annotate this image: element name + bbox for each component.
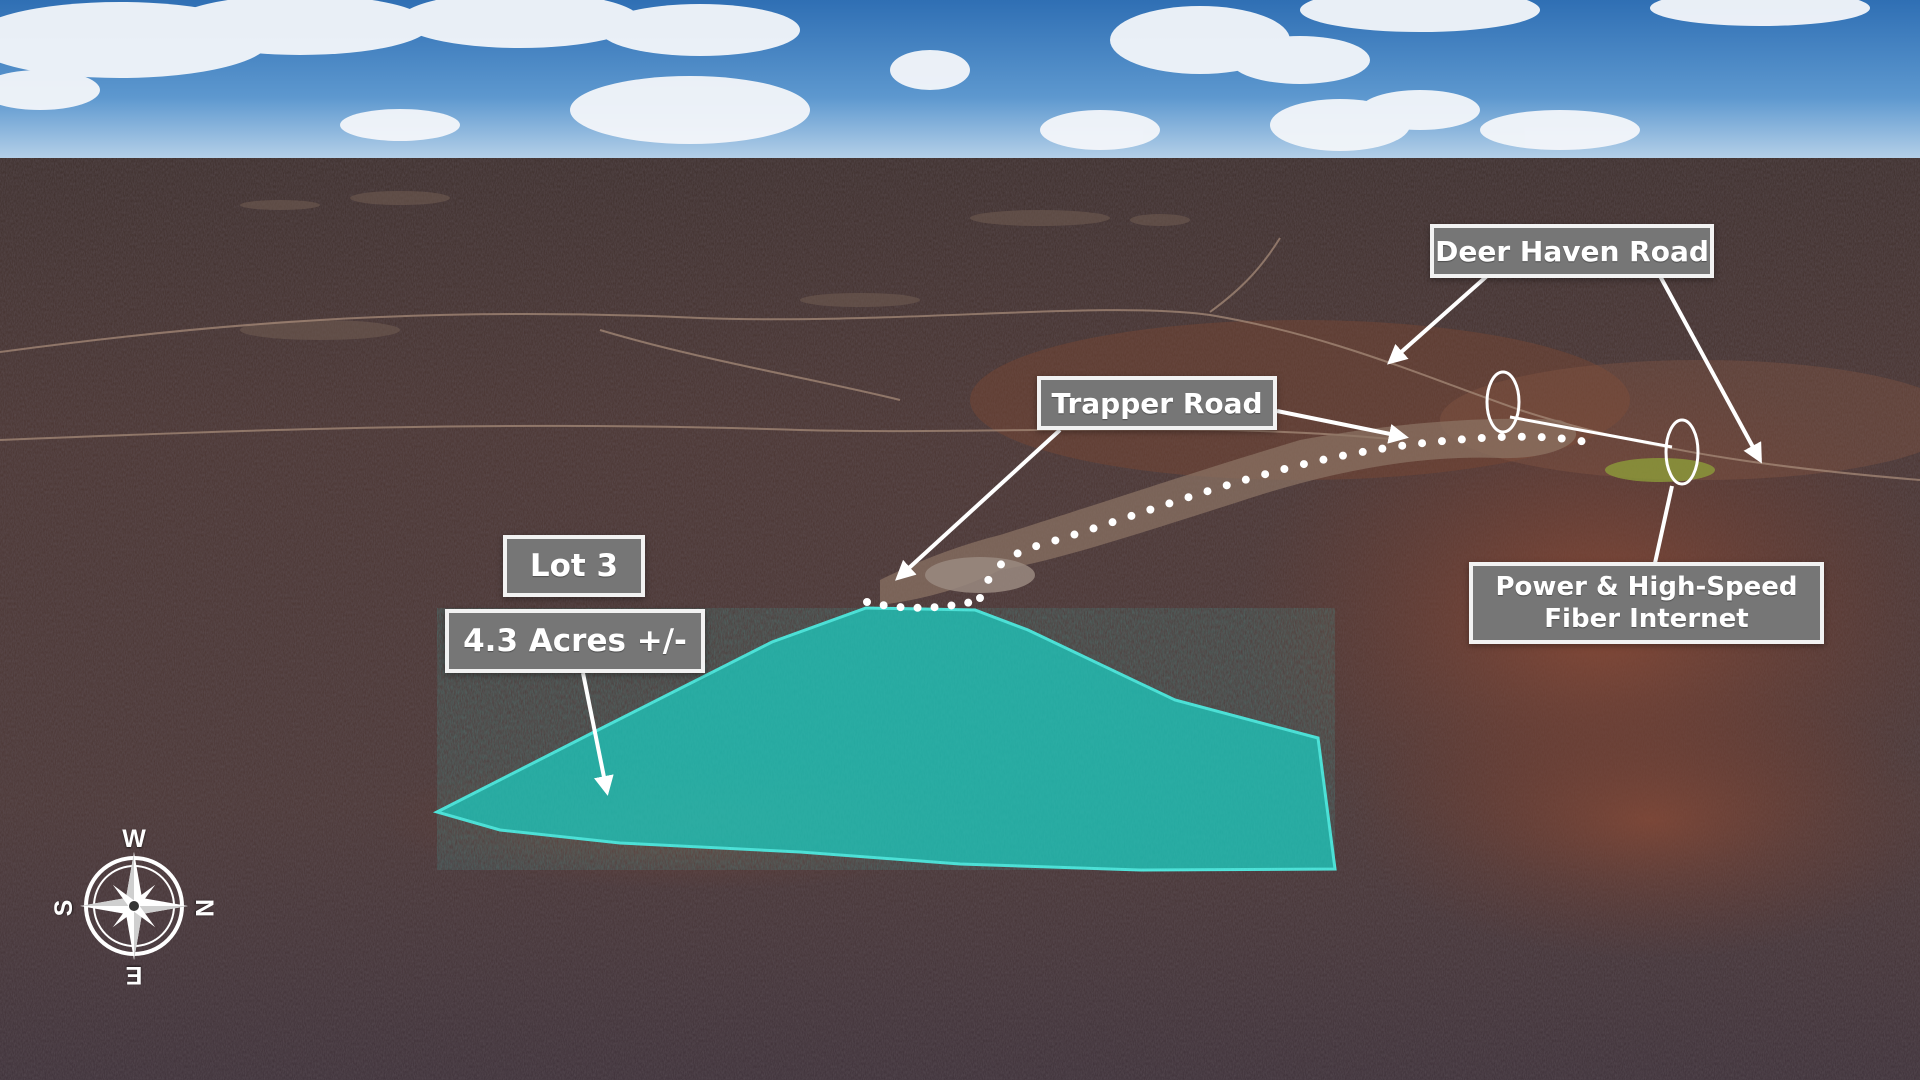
lot-name-label: Lot 3	[503, 535, 645, 597]
compass-west-letter: W	[122, 825, 146, 853]
compass-icon	[80, 852, 188, 960]
clouds	[0, 0, 1870, 151]
callout-pointers	[581, 274, 1762, 796]
compass-south-letter: S	[50, 899, 78, 917]
parcel-road-frontage	[863, 596, 984, 612]
compass-east-letter: E	[125, 961, 143, 989]
utility-marker-1	[1485, 370, 1521, 434]
deer-haven-road-label: Deer Haven Road	[1430, 224, 1714, 278]
trapper-road-label: Trapper Road	[1037, 376, 1277, 430]
utilities-label: Power & High-Speed Fiber Internet	[1469, 562, 1824, 644]
lot-acres-label: 4.3 Acres +/-	[445, 609, 705, 673]
compass-north-letter: N	[190, 898, 218, 918]
utilities-label-line-2: Fiber Internet	[1544, 604, 1749, 634]
compass-rose: W N E S	[50, 825, 218, 989]
utilities-label-line-1: Power & High-Speed	[1495, 571, 1798, 602]
utility-marker-2	[1664, 418, 1700, 486]
